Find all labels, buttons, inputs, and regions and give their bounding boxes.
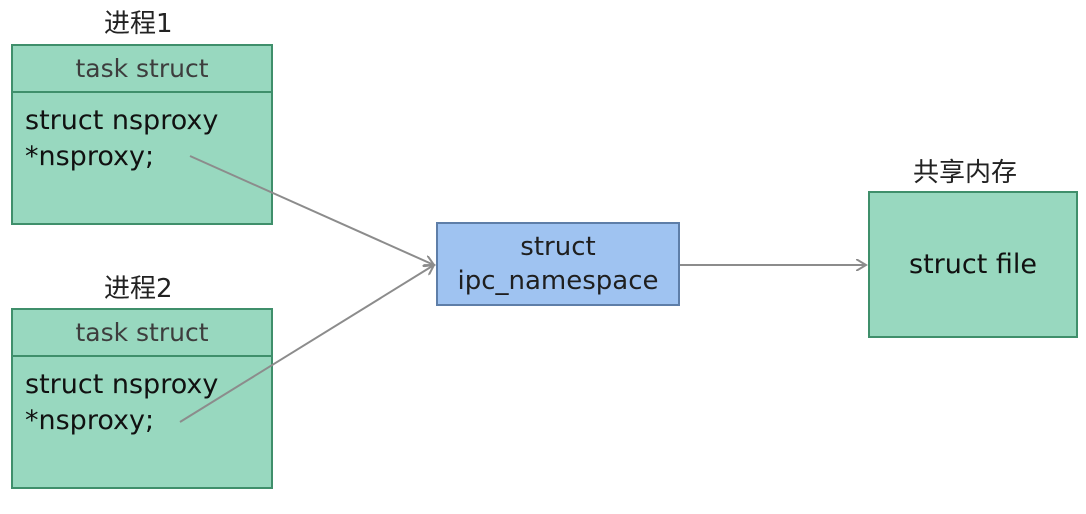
shared-memory-content: struct file [909,249,1037,280]
process1-task-header: task struct [13,46,271,93]
process2-task-body: struct nsproxy *nsproxy; [13,357,271,439]
shared-memory-label: 共享内存 [913,158,1018,188]
process2-task-header: task struct [13,310,271,357]
shared-memory-box: struct file [868,191,1078,338]
ipc-namespace-line1: struct [520,232,596,262]
process1-task-body: struct nsproxy *nsproxy; [13,93,271,175]
process1-nsproxy-line2: *nsproxy; [25,141,155,172]
ipc-namespace-box: struct ipc_namespace [436,222,680,306]
process2-nsproxy-line2: *nsproxy; [25,405,155,436]
process1-nsproxy-line1: struct nsproxy [25,105,219,136]
process2-task-box: task struct struct nsproxy *nsproxy; [11,308,273,489]
process1-task-box: task struct struct nsproxy *nsproxy; [11,44,273,225]
process2-nsproxy-line1: struct nsproxy [25,369,219,400]
process1-label: 进程1 [104,9,173,39]
process2-label: 进程2 [104,274,173,304]
ipc-namespace-line2: ipc_namespace [457,266,659,296]
